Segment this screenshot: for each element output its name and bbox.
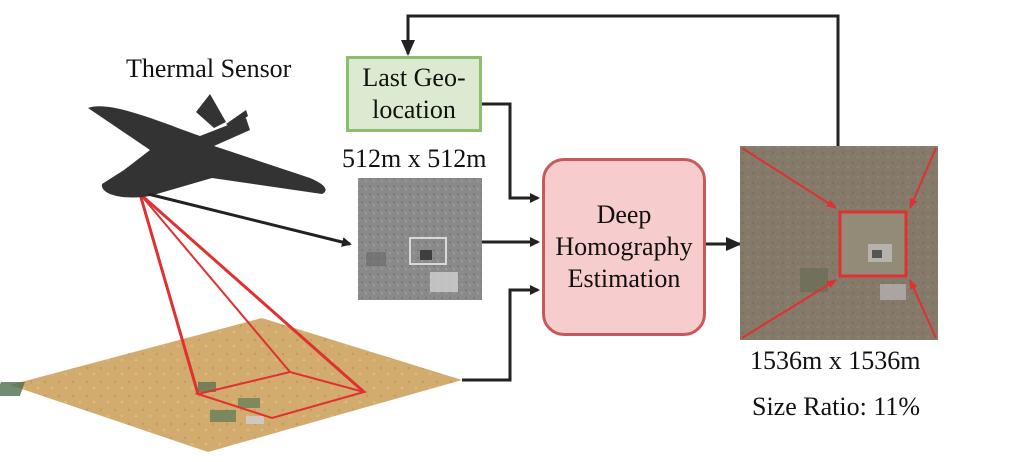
footprint <box>138 192 368 420</box>
homography-line1: Deep <box>596 200 652 229</box>
arrow-geo-to-dhe <box>482 102 540 203</box>
thermal-image <box>358 178 482 300</box>
thermal-size-label: 512m x 512m <box>342 144 487 173</box>
homography-line2: Homography <box>555 232 693 261</box>
satellite-image <box>740 146 938 340</box>
arrow-uav-to-thermal <box>147 192 352 247</box>
alignment-arrows <box>741 147 937 339</box>
sensor-label: Thermal Sensor <box>126 54 292 83</box>
last-geolocation-line1: Last Geo- <box>362 63 466 92</box>
last-geolocation-line2: location <box>372 95 456 124</box>
last-geolocation-box: Last Geo- location <box>346 56 482 132</box>
arrow-terrain-to-dhe <box>462 285 540 382</box>
terrain-map <box>0 318 462 452</box>
homography-line3: Estimation <box>567 264 681 293</box>
size-ratio-label: Size Ratio: 11% <box>752 392 921 421</box>
arrow-feedback-loop <box>401 14 840 146</box>
uav-silhouette <box>88 94 326 198</box>
homography-box: Deep Homography Estimation <box>542 158 706 336</box>
satellite-size-label: 1536m x 1536m <box>750 346 921 375</box>
